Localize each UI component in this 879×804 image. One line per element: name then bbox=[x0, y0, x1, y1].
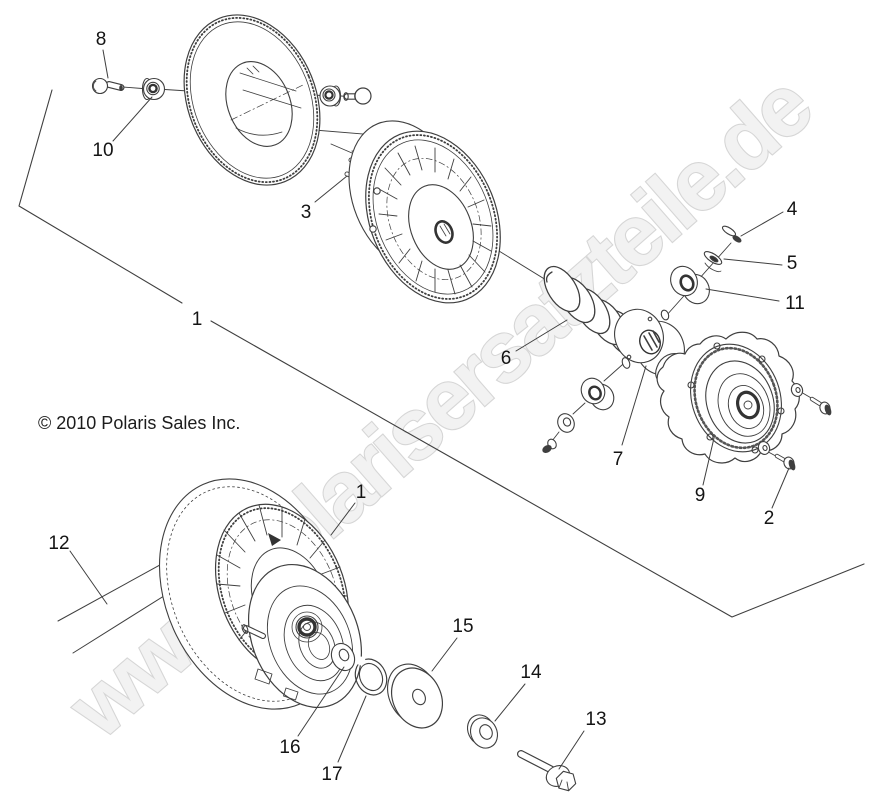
part-11-roller-bearing bbox=[670, 265, 710, 305]
part-washer-lower bbox=[542, 413, 575, 453]
callout-1-lower: 1 bbox=[356, 482, 367, 503]
callout-4: 4 bbox=[787, 199, 798, 220]
callout-1-upper: 1 bbox=[192, 309, 203, 330]
callout-13: 13 bbox=[585, 709, 606, 730]
part-sheave bbox=[348, 120, 501, 304]
callout-15: 15 bbox=[452, 616, 473, 637]
callout-6: 6 bbox=[501, 348, 512, 369]
callout-9: 9 bbox=[695, 485, 706, 506]
part-5-washer bbox=[703, 251, 723, 272]
callout-17: 17 bbox=[321, 764, 342, 785]
copyright-text: © 2010 Polaris Sales Inc. bbox=[38, 413, 240, 433]
part-2-bolts bbox=[757, 383, 832, 471]
part-10-bushing bbox=[141, 77, 166, 101]
callout-8: 8 bbox=[96, 29, 107, 50]
part-8-bolt bbox=[91, 77, 125, 95]
callout-14: 14 bbox=[520, 662, 542, 683]
part-roller-lower bbox=[580, 377, 615, 411]
callout-10: 10 bbox=[92, 140, 113, 161]
line-art bbox=[18, 14, 865, 792]
part-4-screw bbox=[721, 225, 742, 243]
callout-7: 7 bbox=[613, 449, 624, 470]
callout-12: 12 bbox=[48, 533, 69, 554]
part-17-ring bbox=[354, 656, 388, 696]
leader-lines bbox=[69, 49, 790, 770]
callout-16: 16 bbox=[279, 737, 300, 758]
part-15-washer-large bbox=[387, 663, 443, 729]
part-9-cover bbox=[655, 331, 800, 464]
callout-5: 5 bbox=[787, 253, 798, 274]
callout-2: 2 bbox=[764, 508, 775, 529]
callout-labels: 8 10 3 1 6 7 4 5 11 9 2 1 12 16 17 15 14… bbox=[48, 29, 804, 785]
part-16-washer bbox=[330, 642, 356, 672]
part-cover-disc bbox=[183, 14, 321, 186]
assembly-bracket bbox=[18, 89, 865, 618]
callout-11: 11 bbox=[785, 293, 805, 314]
part-bolt-right bbox=[343, 87, 372, 105]
part-bushing-right bbox=[319, 85, 342, 107]
part-13-bolt bbox=[517, 750, 577, 792]
part-14-washer bbox=[466, 714, 499, 749]
callout-3: 3 bbox=[301, 202, 312, 223]
assembled-clutch bbox=[158, 478, 363, 710]
